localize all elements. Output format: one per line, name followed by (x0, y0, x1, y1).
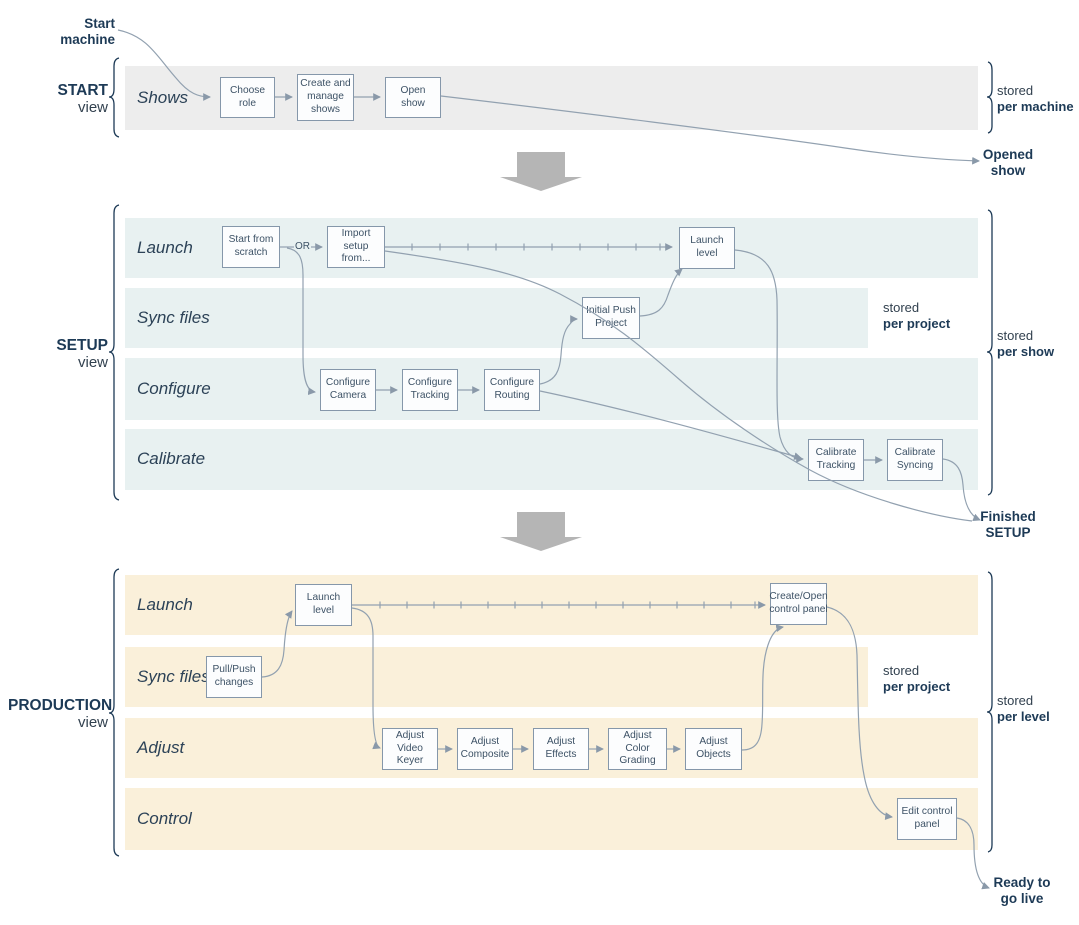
finished-setup-line1: Finished (980, 509, 1036, 524)
stored-per-machine: stored per machine (997, 83, 1074, 115)
start-machine-line2: machine (60, 31, 115, 47)
node-create-open-control-panel: Create/Open control panel (769, 583, 828, 625)
opened-show-line2: show (990, 162, 1026, 178)
stored-per-level: stored per level (997, 693, 1050, 725)
section-label-start: START view (20, 82, 108, 116)
stored-text: stored (997, 83, 1034, 98)
node-configure-routing: Configure Routing (484, 369, 540, 411)
bracket-setup-right (986, 209, 993, 496)
stored-per-show: stored per show (997, 328, 1054, 360)
annotation-start-machine: Start machine (40, 16, 115, 47)
annotation-opened-show: Opened show (974, 147, 1042, 178)
stored-text: stored (883, 663, 920, 678)
node-adjust-color-grading: Adjust Color Grading (608, 728, 667, 770)
stored-per-project-prod: stored per project (883, 663, 950, 695)
bracket-setup-left (108, 204, 120, 501)
section-production-bold: PRODUCTION (8, 697, 113, 714)
lane-label-configure: Configure (137, 379, 211, 398)
stored-text: stored (997, 328, 1034, 343)
lane-configure (125, 358, 978, 420)
lane-prod-launch (125, 575, 978, 635)
node-calibrate-tracking: Calibrate Tracking (808, 439, 864, 481)
stored-text: stored (883, 300, 920, 315)
node-import-setup: Import setup from... (327, 226, 385, 268)
per-project-text: per project (883, 316, 951, 331)
node-adjust-video-keyer: Adjust Video Keyer (382, 728, 438, 770)
annotation-finished-setup: Finished SETUP (974, 509, 1042, 540)
node-create-manage-shows: Create and manage shows (297, 74, 354, 121)
per-level-text: per level (997, 709, 1050, 724)
node-launch-level-setup: Launch level (679, 227, 735, 269)
section-start-bold: START (57, 82, 108, 99)
lane-label-setup-sync: Sync files (137, 308, 210, 327)
node-open-show: Open show (385, 77, 441, 118)
bracket-start-right (986, 61, 993, 134)
section-production-view: view (77, 714, 108, 731)
node-adjust-composite: Adjust Composite (457, 728, 513, 770)
edge-launch-level-to-calibrate-tracking (734, 249, 804, 463)
per-project-text: per project (883, 679, 951, 694)
bracket-start-left (108, 57, 120, 138)
lane-label-calibrate: Calibrate (137, 449, 206, 468)
ready-go-live-line1: Ready to (993, 875, 1051, 890)
node-configure-tracking: Configure Tracking (402, 369, 458, 411)
stored-per-project-setup: stored per project (883, 300, 950, 332)
section-arrow-down-1 (500, 152, 582, 191)
lane-label-prod-sync: Sync files (137, 667, 210, 686)
node-calibrate-syncing: Calibrate Syncing (887, 439, 943, 481)
node-adjust-effects: Adjust Effects (533, 728, 589, 770)
node-configure-camera: Configure Camera (320, 369, 376, 411)
node-initial-push-project: Initial Push Project (582, 297, 640, 339)
section-label-setup: SETUP view (20, 337, 108, 371)
edge-create-open-to-edit (826, 606, 893, 820)
lane-label-setup-launch: Launch (137, 238, 193, 257)
annotation-ready-go-live: Ready to go live (986, 875, 1058, 906)
section-setup-bold: SETUP (56, 337, 108, 354)
node-start-from-scratch: Start from scratch (222, 226, 280, 268)
bracket-production-right (986, 571, 993, 853)
lane-label-shows: Shows (137, 88, 189, 107)
section-setup-view: view (77, 354, 108, 371)
node-pull-push-changes: Pull/Push changes (206, 656, 262, 698)
section-arrow-down-2 (500, 512, 582, 551)
node-choose-role: Choose role (220, 77, 275, 118)
lane-label-control: Control (137, 809, 192, 828)
stored-text: stored (997, 693, 1034, 708)
per-show-text: per show (997, 344, 1055, 359)
node-adjust-objects: Adjust Objects (685, 728, 742, 770)
section-start-view: view (77, 99, 108, 116)
ready-go-live-line2: go live (1000, 890, 1044, 906)
node-edit-control-panel: Edit control panel (897, 798, 957, 840)
or-label: OR (295, 241, 310, 252)
lane-label-prod-launch: Launch (137, 595, 193, 614)
section-label-production: PRODUCTION view (8, 697, 113, 731)
start-machine-line1: Start (84, 16, 115, 31)
node-launch-level-prod: Launch level (295, 584, 352, 626)
finished-setup-line2: SETUP (985, 524, 1031, 540)
lane-control (125, 788, 978, 850)
opened-show-line1: Opened (982, 147, 1034, 162)
lane-setup-sync-files (125, 288, 868, 348)
per-machine-text: per machine (997, 99, 1074, 114)
lane-label-adjust: Adjust (137, 738, 185, 757)
